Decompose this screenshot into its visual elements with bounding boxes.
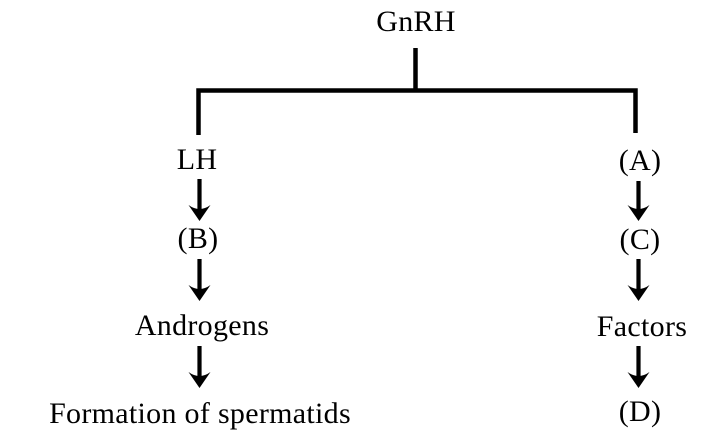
branch-bracket-line: [196, 88, 638, 135]
node-a: (A): [618, 144, 662, 177]
node-factors: Factors: [596, 310, 688, 343]
node-lh: LH: [176, 143, 218, 176]
node-androgens: Androgens: [134, 309, 270, 342]
node-gnrh: GnRH: [376, 5, 456, 38]
node-b: (B): [177, 222, 219, 255]
down-arrow-icon: [627, 181, 650, 221]
down-arrow-icon: [627, 346, 650, 388]
node-formation-of-spermatids: Formation of spermatids: [49, 397, 351, 430]
node-d: (D): [618, 395, 662, 428]
node-c: (C): [619, 223, 661, 256]
down-arrow-icon: [188, 346, 211, 388]
down-arrow-icon: [188, 179, 211, 221]
down-arrow-icon: [188, 259, 211, 301]
down-arrow-icon: [627, 259, 650, 301]
